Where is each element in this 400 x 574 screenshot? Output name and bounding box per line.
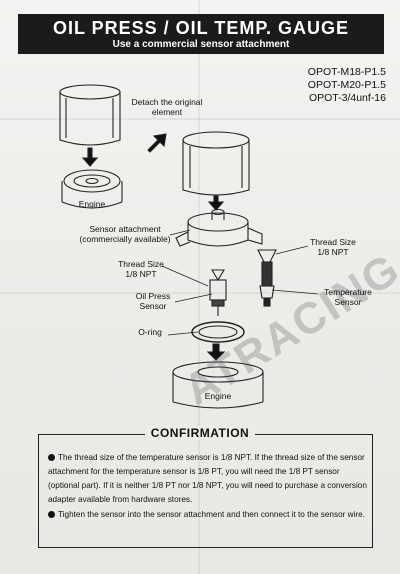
bullet-icon: [48, 511, 55, 519]
thread-size-left-label: Thread Size 1/8 NPT: [118, 259, 164, 279]
engine-mount-bottom: [172, 361, 264, 409]
confirmation-title-text: CONFIRMATION: [144, 426, 256, 440]
temperature-sensor-part: [257, 249, 277, 307]
engine-label-bottom: Engine: [204, 391, 232, 401]
model-item: OPOT-M18-P1.5: [307, 66, 386, 78]
o-ring-label: O-ring: [138, 327, 162, 337]
arrow-right-icon: [147, 133, 167, 153]
installation-diagram: [59, 84, 319, 409]
model-item: OPOT-M20-P1.5: [307, 79, 386, 91]
paper-fold: [0, 292, 400, 294]
confirmation-bullet-1: The thread size of the temperature senso…: [48, 451, 368, 507]
page-title: OIL PRESS / OIL TEMP. GAUGE: [52, 18, 350, 38]
paper-fold: [198, 0, 200, 574]
bullet-icon: [48, 454, 55, 462]
model-list: OPOT-M18-P1.5 OPOT-M20-P1.5 OPOT-3/4unf-…: [308, 66, 386, 105]
arrow-down-icon: [207, 195, 225, 211]
title-banner: OIL PRESS / OIL TEMP. GAUGE Use a commer…: [18, 14, 384, 54]
confirmation-title: CONFIRMATION: [0, 426, 400, 440]
original-oil-filter: [59, 84, 121, 146]
arrow-down-icon: [206, 343, 226, 361]
page-subtitle: Use a commercial sensor attachment: [112, 39, 290, 50]
sensor-attachment-label: Sensor attachment (commercially availabl…: [79, 224, 171, 244]
relocated-oil-filter: [182, 131, 250, 196]
o-ring-part: [191, 321, 245, 343]
engine-label-top: Engine: [78, 199, 106, 209]
sensor-attachment-part: [175, 208, 263, 247]
model-item: OPOT-3/4unf-16: [308, 92, 386, 104]
oil-press-sensor-part: [209, 269, 227, 316]
bullet-text: Tighten the sensor into the sensor attac…: [58, 510, 365, 519]
arrow-down-icon: [81, 147, 99, 167]
engine-mount-top: [61, 169, 123, 209]
oil-press-sensor-label: Oil Press Sensor: [135, 291, 171, 311]
temperature-sensor-label: Temperature Sensor: [324, 287, 372, 307]
confirmation-bullet-2: Tighten the sensor into the sensor attac…: [48, 508, 368, 522]
detach-label: Detach the original element: [131, 97, 203, 117]
thread-size-right-label: Thread Size 1/8 NPT: [310, 237, 356, 257]
paper-fold: [0, 118, 400, 120]
bullet-text: The thread size of the temperature senso…: [48, 453, 367, 504]
